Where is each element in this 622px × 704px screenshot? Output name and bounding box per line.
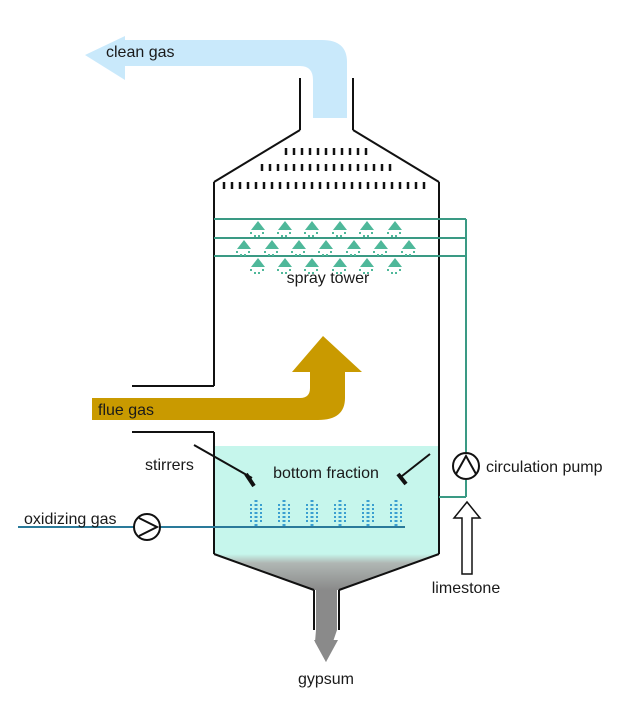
hopper-funnel	[214, 554, 439, 590]
demister-slots	[222, 148, 426, 189]
stirrer-left-icon	[193, 444, 256, 488]
label-circulation-pump: circulation pump	[486, 459, 603, 476]
gypsum-outlet-pipe	[316, 590, 337, 630]
label-bottom-fraction: bottom fraction	[273, 465, 379, 482]
stirrer-right-icon	[396, 453, 431, 486]
label-oxidizing-gas: oxidizing gas	[24, 511, 117, 528]
label-stirrers: stirrers	[145, 457, 194, 474]
label-limestone: limestone	[432, 580, 501, 597]
label-gypsum: gypsum	[298, 671, 354, 688]
flue-gas-arrow	[92, 336, 362, 420]
label-flue-gas: flue gas	[98, 402, 154, 419]
circulation-pump-icon	[452, 452, 480, 480]
spray-nozzles	[235, 220, 418, 274]
spray-headers	[214, 218, 467, 498]
clean-gas-arrow	[85, 36, 347, 118]
limestone-arrow-icon	[452, 500, 482, 575]
tower-outline	[132, 78, 440, 630]
label-spray-tower: spray tower	[287, 270, 370, 287]
bottom-liquid	[214, 446, 439, 554]
compressor-icon	[133, 513, 161, 541]
label-clean-gas: clean gas	[106, 44, 175, 61]
